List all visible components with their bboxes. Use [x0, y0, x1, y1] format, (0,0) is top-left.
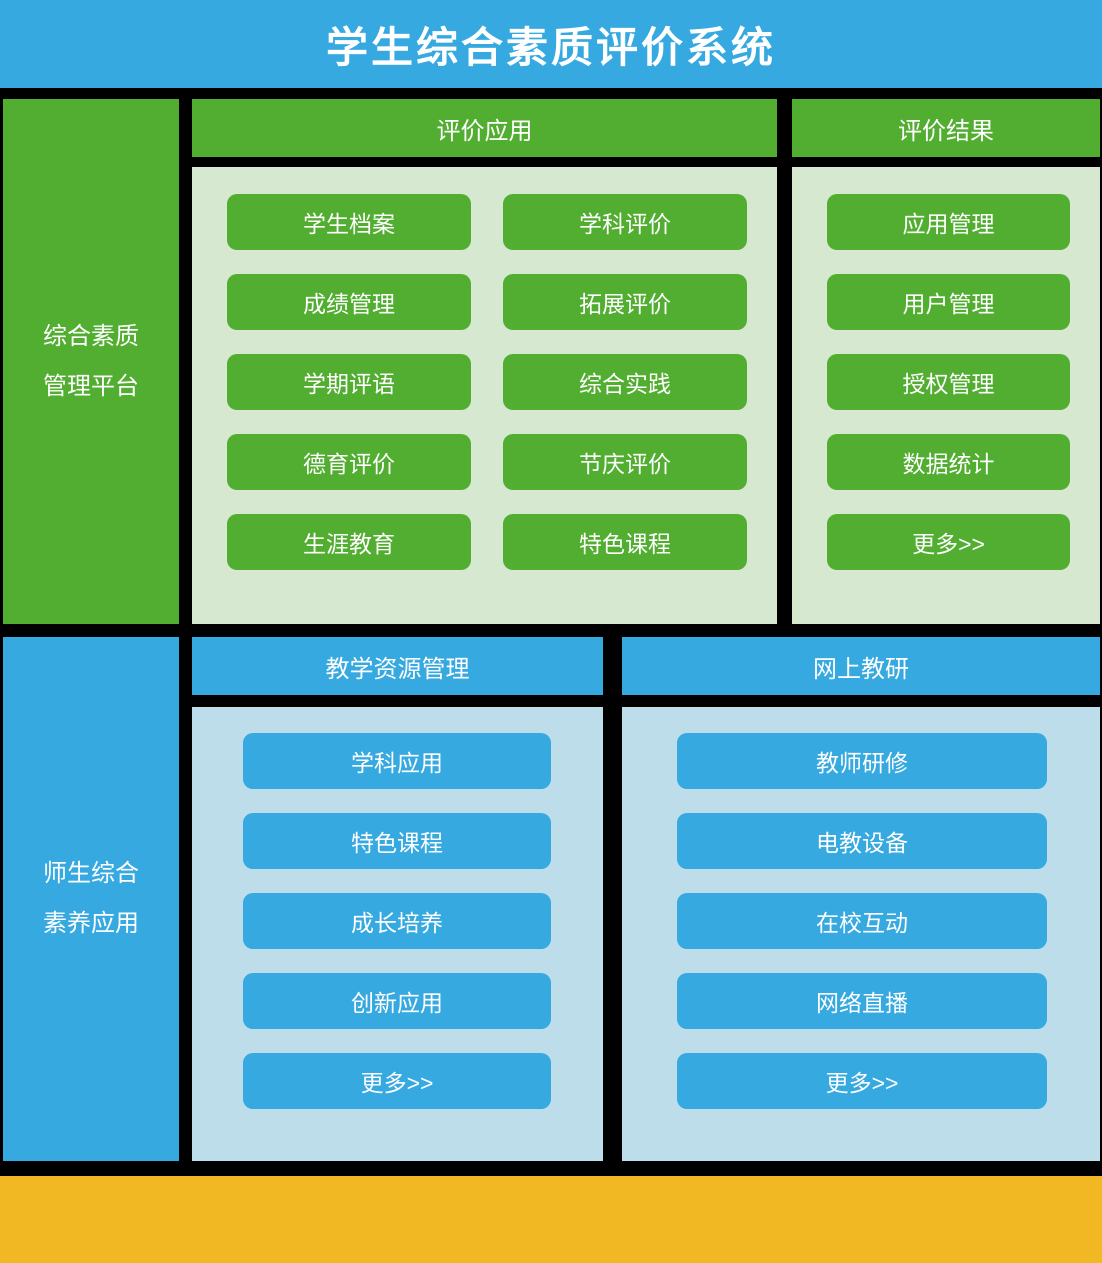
btn-subject-evaluation[interactable]: 学科评价 [503, 194, 747, 250]
btn-electronic-teaching-equipment[interactable]: 电教设备 [677, 813, 1047, 869]
btn-network-live-broadcast[interactable]: 网络直播 [677, 973, 1047, 1029]
btn-moral-education-evaluation[interactable]: 德育评价 [227, 434, 471, 490]
sidebar-teacher-student-literacy-apps: 师生综合 素养应用 [3, 637, 179, 1161]
header-evaluation-applications-label: 评价应用 [436, 117, 533, 145]
btn-more-online-research[interactable]: 更多>> [677, 1053, 1047, 1109]
btn-semester-comments[interactable]: 学期评语 [227, 354, 471, 410]
sidebar-top-line2: 管理平台 [43, 372, 139, 400]
panel-online-teaching-research: 教师研修 电教设备 在校互动 网络直播 更多>> [622, 707, 1100, 1161]
btn-featured-courses[interactable]: 特色课程 [503, 514, 747, 570]
btn-teacher-training[interactable]: 教师研修 [677, 733, 1047, 789]
header-online-teaching-research: 网上教研 [622, 637, 1100, 695]
btn-expansion-evaluation[interactable]: 拓展评价 [503, 274, 747, 330]
btn-user-management[interactable]: 用户管理 [827, 274, 1070, 330]
sidebar-bottom-line2: 素养应用 [43, 910, 139, 937]
header-teaching-resource-management: 教学资源管理 [192, 637, 603, 695]
btn-application-management[interactable]: 应用管理 [827, 194, 1070, 250]
footer-bar [0, 1176, 1102, 1263]
btn-featured-courses-resource[interactable]: 特色课程 [243, 813, 551, 869]
btn-data-statistics[interactable]: 数据统计 [827, 434, 1070, 490]
btn-in-school-interaction[interactable]: 在校互动 [677, 893, 1047, 949]
btn-growth-cultivation[interactable]: 成长培养 [243, 893, 551, 949]
header-evaluation-results-label: 评价结果 [898, 117, 994, 145]
btn-career-education[interactable]: 生涯教育 [227, 514, 471, 570]
header-evaluation-results: 评价结果 [792, 99, 1100, 157]
btn-festival-evaluation[interactable]: 节庆评价 [503, 434, 747, 490]
page-title: 学生综合素质评价系统 [325, 23, 776, 71]
btn-student-records[interactable]: 学生档案 [227, 194, 471, 250]
sidebar-quality-management-platform: 综合素质 管理平台 [3, 99, 179, 624]
title-banner: 学生综合素质评价系统 [0, 0, 1102, 88]
panel-evaluation-applications: 学生档案 成绩管理 学期评语 德育评价 生涯教育 学科评价 拓展评价 综合实践 … [192, 167, 777, 624]
btn-score-management[interactable]: 成绩管理 [227, 274, 471, 330]
header-online-teaching-research-label: 网上教研 [813, 655, 909, 683]
panel-teaching-resource-management: 学科应用 特色课程 成长培养 创新应用 更多>> [192, 707, 603, 1161]
btn-comprehensive-practice[interactable]: 综合实践 [503, 354, 747, 410]
btn-subject-application[interactable]: 学科应用 [243, 733, 551, 789]
btn-innovation-application[interactable]: 创新应用 [243, 973, 551, 1029]
sidebar-bottom-line1: 师生综合 [43, 860, 139, 887]
header-evaluation-applications: 评价应用 [192, 99, 777, 157]
btn-authorization-management[interactable]: 授权管理 [827, 354, 1070, 410]
sidebar-top-line1: 综合素质 [43, 322, 139, 350]
panel-evaluation-results: 应用管理 用户管理 授权管理 数据统计 更多>> [792, 167, 1100, 624]
btn-more-eval-results[interactable]: 更多>> [827, 514, 1070, 570]
btn-more-teaching-resources[interactable]: 更多>> [243, 1053, 551, 1109]
header-teaching-resource-management-label: 教学资源管理 [325, 655, 470, 683]
